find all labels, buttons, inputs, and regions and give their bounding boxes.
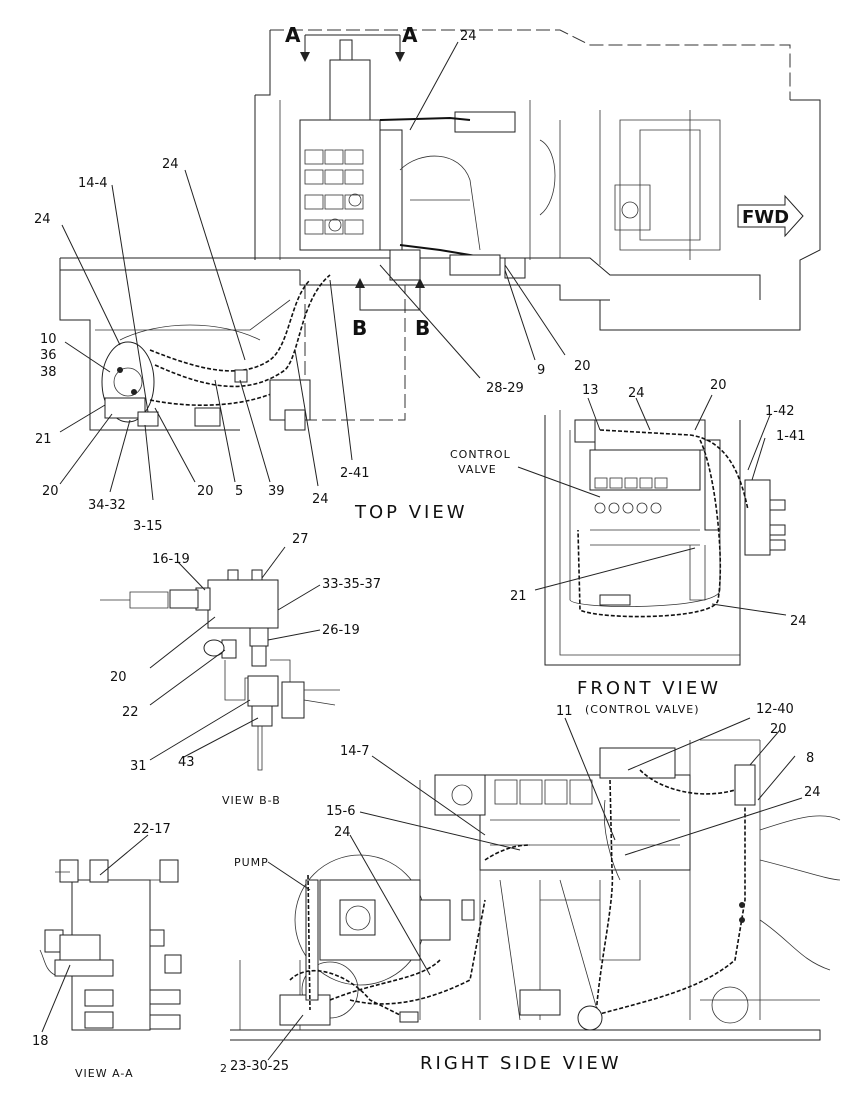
callout-43: 43 — [178, 755, 195, 770]
callout-24: 24 — [628, 386, 645, 401]
fwd-label: FWD — [742, 207, 789, 228]
callout-15-6: 15-6 — [326, 804, 356, 819]
section-b-left-label: B — [352, 316, 367, 340]
callout-24: 24 — [162, 157, 179, 172]
callout-14-4: 14-4 — [78, 176, 108, 191]
control-valve-label-line2: VALVE — [458, 463, 497, 476]
callout-22-17: 22-17 — [133, 822, 171, 837]
callout-3-15: 3-15 — [133, 519, 163, 534]
callout-20: 20 — [574, 359, 591, 374]
fwd-arrow-icon — [737, 194, 804, 238]
callout-21: 21 — [35, 432, 52, 447]
callout-8: 8 — [806, 751, 814, 766]
view-bb — [100, 546, 340, 771]
view-bb-title: VIEW B-B — [222, 794, 281, 807]
callout-2-stub: 2 — [220, 1062, 227, 1075]
section-a-left-label: A — [285, 23, 301, 47]
top-view-title: TOP VIEW — [354, 502, 468, 523]
callout-36: 36 — [40, 348, 57, 363]
section-b-right-label: B — [415, 316, 430, 340]
callout-20: 20 — [42, 484, 59, 499]
callout-10: 10 — [40, 332, 57, 347]
right-side-view-title: RIGHT SIDE VIEW — [420, 1053, 622, 1074]
callout-20: 20 — [710, 378, 727, 393]
callout-12-40: 12-40 — [756, 702, 794, 717]
callout-24: 24 — [34, 212, 51, 227]
callout-2-41: 2-41 — [340, 466, 370, 481]
callout-20: 20 — [197, 484, 214, 499]
callout-22: 22 — [122, 705, 139, 720]
view-aa — [39, 834, 182, 1033]
pump-label: PUMP — [234, 856, 269, 869]
view-aa-title: VIEW A-A — [75, 1067, 134, 1080]
front-view-subtitle: (CONTROL VALVE) — [585, 703, 700, 716]
callout-14-7: 14-7 — [340, 744, 370, 759]
callout-26-19: 26-19 — [322, 623, 360, 638]
callout-33-35-37: 33-35-37 — [322, 577, 381, 592]
front-view — [517, 394, 787, 666]
callout-24: 24 — [790, 614, 807, 629]
callout-24: 24 — [460, 29, 477, 44]
callout-24: 24 — [334, 825, 351, 840]
control-valve-label-line1: CONTROL — [450, 448, 511, 461]
callout-34-32: 34-32 — [88, 498, 126, 513]
callout-18: 18 — [32, 1034, 49, 1049]
callout-21: 21 — [510, 589, 527, 604]
front-view-title: FRONT VIEW — [577, 678, 721, 699]
callout-1-41: 1-41 — [776, 429, 806, 444]
top-view — [59, 29, 821, 501]
callout-9: 9 — [537, 363, 545, 378]
callout-24: 24 — [804, 785, 821, 800]
callout-1-42: 1-42 — [765, 404, 795, 419]
callout-20: 20 — [110, 670, 127, 685]
callout-5: 5 — [235, 484, 243, 499]
callout-20: 20 — [770, 722, 787, 737]
callout-39: 39 — [268, 484, 285, 499]
callout-24: 24 — [312, 492, 329, 507]
callout-28-29: 28-29 — [486, 381, 524, 396]
callout-11: 11 — [556, 704, 573, 719]
callout-13: 13 — [582, 383, 599, 398]
callout-31: 31 — [130, 759, 147, 774]
section-a-right-label: A — [402, 23, 418, 47]
callout-23-30-25: 23-30-25 — [230, 1059, 289, 1074]
right-side-view — [230, 717, 841, 1061]
callout-27: 27 — [292, 532, 309, 547]
callout-16-19: 16-19 — [152, 552, 190, 567]
callout-38: 38 — [40, 365, 57, 380]
